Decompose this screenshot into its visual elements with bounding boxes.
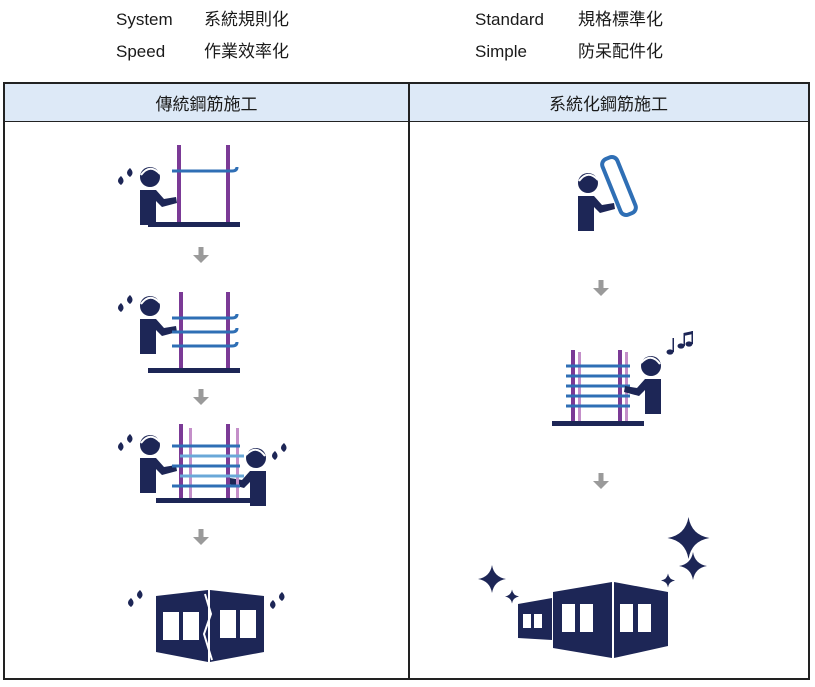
sweat-icon <box>128 590 143 607</box>
sweat-icon <box>272 443 287 460</box>
sparkle-icon <box>505 589 519 604</box>
systemized-result-building <box>478 517 710 658</box>
legend-item-system: System 系統規則化 <box>116 8 289 32</box>
legend-item-simple: Simple 防呆配件化 <box>475 40 663 64</box>
traditional-result-building <box>128 590 285 662</box>
sparkle-icon <box>478 565 506 593</box>
sweat-icon <box>118 295 133 312</box>
column-divider <box>408 84 410 678</box>
legend-en: Speed <box>116 42 166 61</box>
legend-en: System <box>116 10 173 29</box>
sparkle-icon <box>679 552 707 580</box>
arrow-down-icon <box>193 529 209 545</box>
legend-zh: 規格標準化 <box>578 10 663 30</box>
arrow-down-icon <box>193 247 209 263</box>
music-note-icon <box>666 331 693 355</box>
worker-icon <box>139 295 178 355</box>
comparison-table: 傳統鋼筋施工 系統化鋼筋施工 <box>3 82 810 680</box>
legend-zh: 防呆配件化 <box>578 42 663 62</box>
worker-icon <box>139 166 178 226</box>
legend: System 系統規則化 Speed 作業效率化 Standard 規格標準化 Sim… <box>0 8 815 72</box>
sweat-icon <box>118 434 133 451</box>
legend-zh: 作業效率化 <box>204 42 289 62</box>
worker-icon <box>139 434 178 494</box>
legend-item-speed: Speed 作業效率化 <box>116 40 289 64</box>
traditional-step-2 <box>118 292 240 373</box>
legend-en: Standard <box>475 10 544 29</box>
sweat-icon <box>270 592 285 609</box>
systemized-step-1 <box>577 154 638 232</box>
legend-en: Simple <box>475 42 527 61</box>
systemized-step-2 <box>552 331 693 426</box>
sparkle-icon <box>661 573 675 588</box>
arrow-down-icon <box>593 280 609 296</box>
sweat-icon <box>118 168 133 185</box>
column-header-systemized: 系統化鋼筋施工 <box>409 84 808 122</box>
legend-item-standard: Standard 規格標準化 <box>475 8 663 32</box>
traditional-step-3 <box>118 424 287 507</box>
sparkle-icon <box>667 517 710 559</box>
column-header-traditional: 傳統鋼筋施工 <box>5 84 408 122</box>
traditional-step-1 <box>118 145 240 227</box>
legend-zh: 系統規則化 <box>204 10 289 30</box>
arrow-down-icon <box>193 389 209 405</box>
arrow-down-icon <box>593 473 609 489</box>
